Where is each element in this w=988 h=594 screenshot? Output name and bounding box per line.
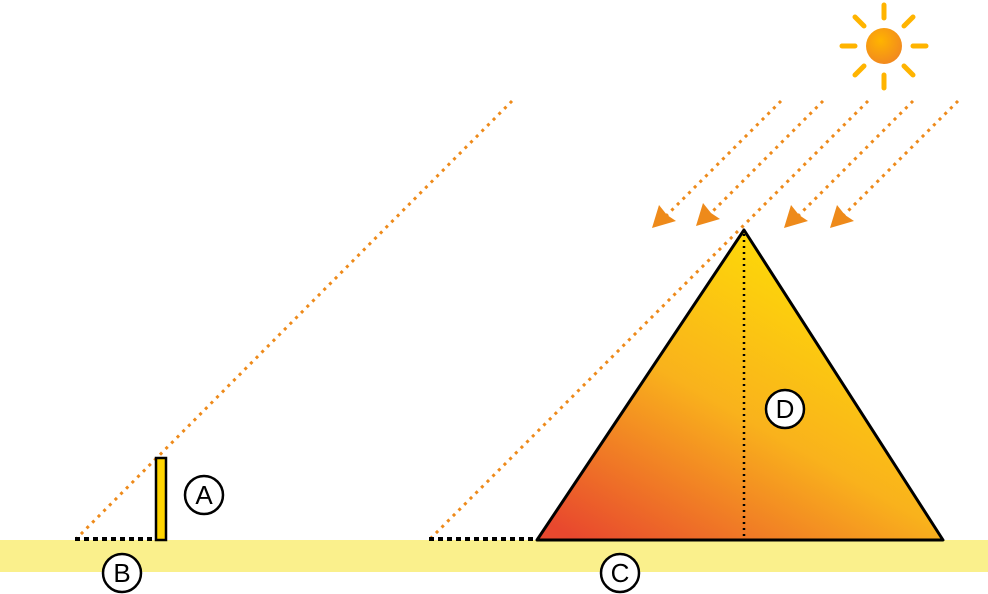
label-b: B — [101, 552, 143, 594]
arrowhead-icon — [830, 205, 854, 228]
label-b-text: B — [113, 558, 130, 588]
arrowhead-icon — [652, 205, 676, 228]
pyramid — [535, 228, 945, 542]
sun-rays — [74, 99, 960, 541]
label-a-text: A — [195, 480, 213, 510]
label-c: C — [599, 552, 641, 594]
ray-to-stick-top — [74, 99, 514, 541]
incoming-ray-1 — [662, 99, 783, 220]
arrowhead-icon — [696, 203, 720, 226]
sun-icon — [839, 2, 929, 91]
label-c-text: C — [611, 558, 630, 588]
incoming-ray-4 — [840, 99, 960, 219]
measuring-stick — [154, 456, 168, 542]
arrowhead-icon — [784, 205, 808, 228]
label-a: A — [183, 474, 225, 516]
label-d: D — [764, 388, 806, 430]
ground — [0, 540, 988, 572]
incoming-ray-2 — [706, 99, 825, 218]
ray-arrowheads — [652, 203, 854, 228]
label-d-text: D — [776, 394, 795, 424]
incoming-ray-3 — [794, 99, 915, 220]
